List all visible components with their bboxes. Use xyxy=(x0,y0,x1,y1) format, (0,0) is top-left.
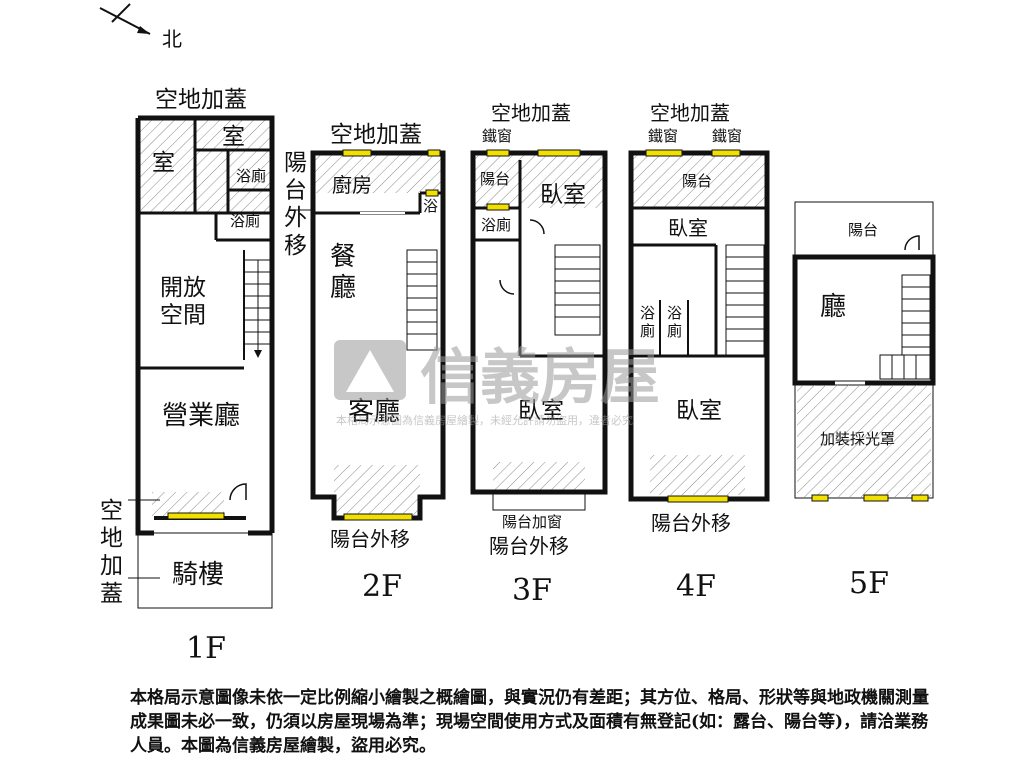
f3-room-bath: 浴廁 xyxy=(481,216,511,234)
f4-room-bedroom-a: 臥室 xyxy=(668,216,708,240)
floor-3f: 空地加蓋 鐵窗 陽台 臥室 浴廁 臥室 陽台加窗 陽台外移 3F xyxy=(470,101,608,608)
watermark-tagline: 本格局示意圖為信義房屋繪製，未經允許請勿盜用，違者必究 xyxy=(336,413,633,427)
f1-room-hall: 營業廳 xyxy=(162,401,240,431)
f4-room-iron-window-b: 鐵窗 xyxy=(712,127,742,145)
f2-top-label: 空地加蓋 xyxy=(330,122,422,148)
floor-4f: 空地加蓋 鐵窗 鐵窗 陽台 臥室 浴廁 浴廁 臥室 陽台外移 4F xyxy=(628,101,770,604)
north-arrow-icon: 北 xyxy=(99,3,182,51)
f1-room-arcade: 騎樓 xyxy=(172,560,224,590)
f1-room-open-space: 開放空間 xyxy=(160,275,206,329)
f2-bottom-label: 陽台外移 xyxy=(330,527,410,551)
f3-room-bedroom-b: 臥室 xyxy=(518,398,564,424)
f4-room-bath-b: 浴廁 xyxy=(667,304,682,340)
f1-side-label: 空地加蓋 xyxy=(100,498,123,607)
f2-room-kitchen: 廚房 xyxy=(332,173,372,197)
floor-5f: 陽台 廳 加裝採光罩 5F xyxy=(792,201,936,601)
f5-room-hall: 廳 xyxy=(820,292,846,322)
f4-top-label: 空地加蓋 xyxy=(650,101,730,125)
compass-label: 北 xyxy=(162,27,182,51)
f3-floor-name: 3F xyxy=(512,573,552,608)
f5-floor-name: 5F xyxy=(849,566,889,601)
f1-floor-name: 1F xyxy=(186,631,226,666)
f3-top-label: 空地加蓋 xyxy=(491,101,571,125)
f4-floor-name: 4F xyxy=(676,569,716,604)
f4-room-iron-window-a: 鐵窗 xyxy=(648,127,678,145)
brand-logo-icon xyxy=(334,340,406,400)
f2-side-label: 陽台外移 xyxy=(284,150,307,259)
f1-room-bedroom-b: 室 xyxy=(222,124,245,150)
f1-top-label: 空地加蓋 xyxy=(155,87,247,113)
f3-room-bedroom-a: 臥室 xyxy=(540,182,586,208)
f1-room-bedroom-a: 室 xyxy=(152,150,175,176)
floor-1f: 空地加蓋 室 室 浴廁 浴廁 開放空間 營業廳 騎樓 空地加蓋 1F xyxy=(100,87,275,666)
watermark-brand: 信義房屋 xyxy=(420,343,660,413)
f2-floor-name: 2F xyxy=(362,569,402,604)
floor-plan-diagram: 北 空地加蓋 xyxy=(99,3,936,666)
f4-bottom-label: 陽台外移 xyxy=(651,511,731,535)
f1-room-bath-b: 浴廁 xyxy=(230,212,260,230)
f2-room-bath: 浴 xyxy=(423,197,438,215)
f4-room-bedroom-b: 臥室 xyxy=(676,398,722,424)
floor-2f: 空地加蓋 陽台外移 廚房 浴 餐廳 客廳 陽台外移 2F xyxy=(284,122,446,604)
f3-room-balcony: 陽台 xyxy=(480,170,510,188)
f3-bottom-small: 陽台加窗 xyxy=(502,513,562,531)
f3-room-iron-window: 鐵窗 xyxy=(482,127,512,145)
watermark: 信義房屋 本格局示意圖為信義房屋繪製，未經允許請勿盜用，違者必究 xyxy=(334,340,660,427)
f5-room-balcony: 陽台 xyxy=(848,221,878,239)
f4-room-balcony: 陽台 xyxy=(682,172,712,190)
f1-room-bath-a: 浴廁 xyxy=(236,167,266,185)
f3-bottom-label: 陽台外移 xyxy=(489,534,569,558)
f2-room-living: 客廳 xyxy=(348,397,400,427)
f5-room-skylight: 加裝採光罩 xyxy=(820,430,895,448)
f4-room-bath-a: 浴廁 xyxy=(640,304,655,340)
disclaimer-text: 本格局示意圖像未依一定比例縮小繪製之概繪圖，與實況仍有差距；其方位、格局、形狀等… xyxy=(130,688,929,756)
f2-room-dining: 餐廳 xyxy=(330,242,356,303)
